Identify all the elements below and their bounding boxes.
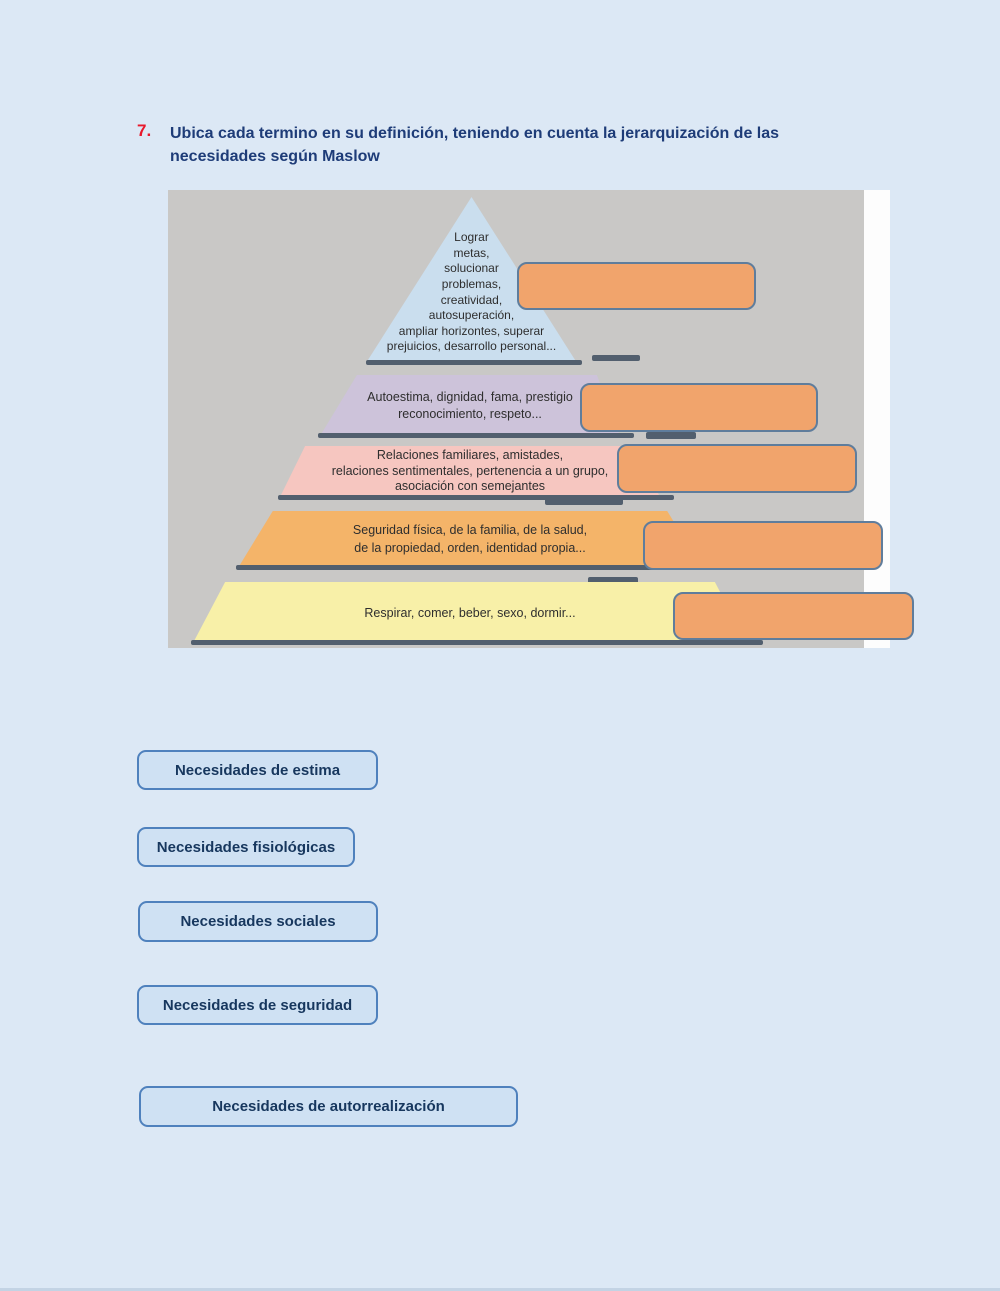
level-underline bbox=[318, 433, 634, 438]
shadow-dash bbox=[545, 498, 623, 505]
pyramid-level-text: Relaciones familiares, amistades, relaci… bbox=[331, 448, 609, 494]
shadow-dash bbox=[588, 577, 638, 584]
pyramid-level-fisiologicas: Respirar, comer, beber, sexo, dormir... bbox=[193, 582, 747, 643]
shadow-dash bbox=[646, 432, 696, 439]
maslow-pyramid-figure: Lograr metas, solucionar problemas, crea… bbox=[168, 190, 914, 648]
pyramid-level-seguridad: Seguridad física, de la familia, de la s… bbox=[238, 511, 702, 568]
level-underline bbox=[278, 495, 674, 500]
pyramid-level-text: Respirar, comer, beber, sexo, dormir... bbox=[364, 605, 576, 620]
answer-necesidades-de-seguridad[interactable]: Necesidades de seguridad bbox=[137, 985, 378, 1025]
answer-necesidades-sociales[interactable]: Necesidades sociales bbox=[138, 901, 378, 942]
pyramid-level-text: Seguridad física, de la familia, de la s… bbox=[352, 523, 588, 555]
level-underline bbox=[366, 360, 582, 365]
dropzone-seguridad[interactable] bbox=[643, 521, 883, 570]
question-prompt: Ubica cada termino en su definición, ten… bbox=[170, 125, 780, 166]
pyramid-level-text: Lograr metas, solucionar problemas, crea… bbox=[386, 230, 557, 354]
page-bottom-edge bbox=[0, 1288, 1000, 1291]
shadow-dash bbox=[592, 355, 640, 361]
answer-necesidades-de-autorrealizacion[interactable]: Necesidades de autorrealización bbox=[139, 1086, 518, 1127]
pyramid-level-sociales: Relaciones familiares, amistades, relaci… bbox=[280, 446, 660, 497]
answer-necesidades-de-estima[interactable]: Necesidades de estima bbox=[137, 750, 378, 790]
pyramid-level-estima: Autoestima, dignidad, fama, prestigio re… bbox=[320, 375, 620, 436]
level-underline bbox=[191, 640, 763, 645]
dropzone-sociales[interactable] bbox=[617, 444, 857, 493]
answer-necesidades-fisiologicas[interactable]: Necesidades fisiológicas bbox=[137, 827, 355, 867]
figure-side-strip bbox=[864, 190, 890, 648]
dropzone-fisiologicas[interactable] bbox=[673, 592, 914, 640]
level-underline bbox=[236, 565, 716, 570]
pyramid-level-text: Autoestima, dignidad, fama, prestigio re… bbox=[367, 389, 573, 421]
dropzone-estima[interactable] bbox=[580, 383, 818, 432]
dropzone-autorrealizacion[interactable] bbox=[517, 262, 756, 310]
question-number: 7. bbox=[137, 121, 152, 140]
